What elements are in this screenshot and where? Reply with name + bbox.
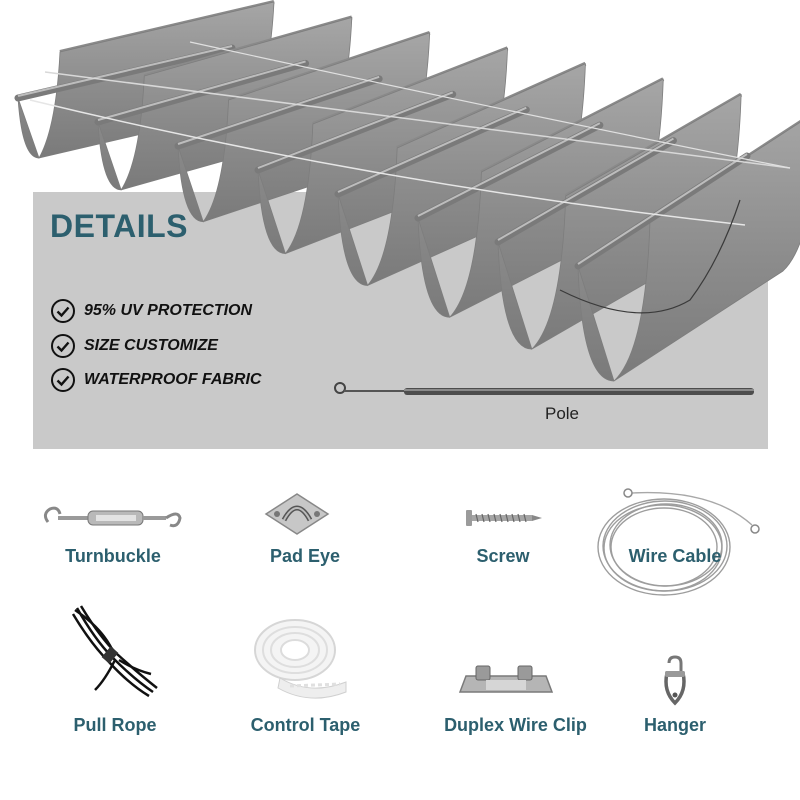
front-rail xyxy=(414,121,604,222)
rail-highlight xyxy=(177,75,380,145)
feature-item: 95% UV PROTECTION xyxy=(50,298,252,324)
pad-eye-icon xyxy=(264,493,330,535)
front-rail xyxy=(494,137,677,246)
accessory-label-turnbuckle: Turnbuckle xyxy=(65,546,161,566)
accessory-label-pad-eye: Pad Eye xyxy=(269,546,341,566)
front-rail xyxy=(334,106,530,198)
accessory-label-control-tape: Control Tape xyxy=(250,715,361,735)
rail-highlight xyxy=(577,153,748,265)
accessory-label-pull-rope: Pull Rope xyxy=(73,715,157,735)
check-circle-icon xyxy=(51,334,75,358)
rail-highlight xyxy=(97,60,306,121)
rail-highlight xyxy=(417,122,601,217)
check-circle-icon xyxy=(51,299,75,323)
feature-item: SIZE CUSTOMIZE xyxy=(50,333,218,359)
feature-text: WATERPROOF FABRIC xyxy=(84,371,262,388)
screw-icon xyxy=(466,510,542,526)
pull-rope-icon xyxy=(71,605,158,698)
check-circle-icon xyxy=(51,368,75,392)
wire-cable-icon xyxy=(597,488,760,596)
accessory-label-screw: Screw xyxy=(476,546,530,566)
pole-label: Pole xyxy=(544,404,580,423)
shade-canopy-illustration xyxy=(14,0,800,395)
accessory-label-wire-cable: Wire Cable xyxy=(628,546,722,566)
turnbuckle-icon xyxy=(43,506,182,528)
details-title: DETAILS xyxy=(50,208,189,244)
pole xyxy=(334,382,754,395)
accessory-label-duplex-wire-clip: Duplex Wire Clip xyxy=(444,715,587,735)
control-tape-icon xyxy=(254,619,347,699)
front-rail xyxy=(174,75,383,150)
rail-highlight xyxy=(17,45,233,97)
feature-text: 95% UV PROTECTION xyxy=(84,302,253,319)
hanger-icon xyxy=(664,655,686,706)
rail-highlight xyxy=(497,137,674,241)
fabric-panel xyxy=(577,121,800,382)
front-rail xyxy=(574,152,751,270)
rail-highlight xyxy=(337,106,527,193)
feature-item: WATERPROOF FABRIC xyxy=(50,367,261,393)
feature-text: SIZE CUSTOMIZE xyxy=(84,337,218,354)
front-rail xyxy=(14,44,236,102)
duplex-wire-clip-icon xyxy=(458,665,554,693)
accessory-label-hanger: Hanger xyxy=(643,715,706,735)
rail-highlight xyxy=(257,91,454,169)
